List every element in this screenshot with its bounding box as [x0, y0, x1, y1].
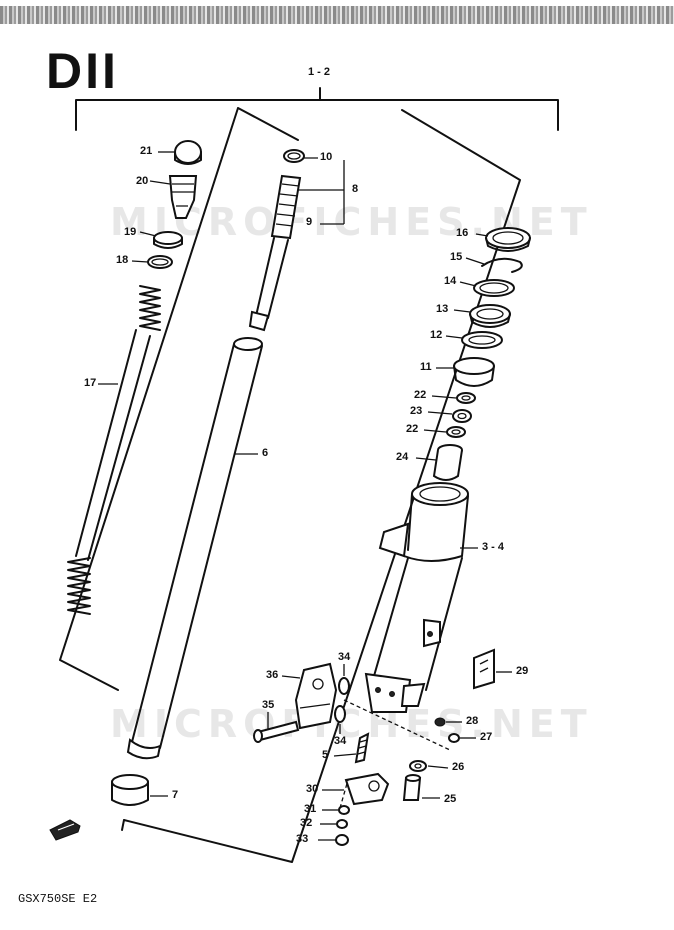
- part-5-stud: [354, 732, 370, 764]
- assembly-bracket: [75, 99, 559, 131]
- label-14: 14: [444, 275, 457, 287]
- label-18: 18: [116, 254, 129, 266]
- label-25: 25: [444, 793, 457, 805]
- label-28: 28: [466, 715, 479, 727]
- part-14-washer: [473, 279, 515, 297]
- part-24-oil-lock-piece: [432, 444, 463, 481]
- label-15: 15: [450, 251, 463, 263]
- label-34-bottom: 34: [334, 735, 347, 747]
- label-33: 33: [296, 833, 309, 845]
- label-11: 11: [420, 361, 432, 373]
- scan-edge-band: [0, 6, 674, 24]
- group-outline-left: [59, 107, 299, 691]
- label-24: 24: [396, 451, 409, 463]
- label-34-top: 34: [338, 651, 351, 663]
- part-34-nut-top: [338, 677, 350, 695]
- part-36-axle-holder: [294, 662, 338, 730]
- part-25-bolt: [402, 774, 422, 801]
- part-6-inner-tube: [126, 337, 263, 760]
- part-30-clamp: [344, 772, 390, 806]
- part-18-oring: [147, 255, 173, 269]
- leader-lines: [98, 151, 512, 841]
- label-21: 21: [140, 145, 153, 157]
- label-13: 13: [436, 303, 449, 315]
- part-21-cap: [174, 140, 202, 165]
- label-30: 30: [306, 783, 319, 795]
- part-32-lockwasher: [336, 819, 348, 829]
- part-11-guide-metal: [453, 357, 495, 387]
- part-15-circlip: [481, 257, 523, 273]
- part-34-nut-bottom: [334, 705, 346, 723]
- part-23-gasket: [452, 409, 472, 423]
- label-35: 35: [262, 699, 275, 711]
- section-code: DII: [46, 43, 119, 99]
- part-8-9-damper-rod: [248, 174, 302, 332]
- part-35-bolt: [253, 720, 300, 743]
- model-code: GSX750SE E2: [18, 892, 98, 906]
- front-arrow-icon: [49, 819, 81, 841]
- part-29-plate: [473, 648, 495, 690]
- label-3-4: 3 - 4: [482, 541, 505, 553]
- part-28-bolt: [434, 717, 446, 727]
- part-17-spring: [67, 285, 161, 615]
- part-13-oil-seal: [469, 304, 511, 328]
- group-outline-tick: [121, 819, 125, 831]
- part-27-screw: [448, 733, 460, 743]
- alignment-line-1: [343, 699, 451, 751]
- label-32: 32: [300, 817, 313, 829]
- label-27: 27: [480, 731, 493, 743]
- part-10-ring: [283, 149, 305, 163]
- label-7: 7: [172, 789, 179, 801]
- label-23: 23: [410, 405, 423, 417]
- label-1-2: 1 - 2: [308, 66, 331, 78]
- group-outline-right: [123, 109, 521, 863]
- label-8: 8: [352, 183, 359, 195]
- label-5: 5: [322, 749, 329, 761]
- label-19: 19: [124, 226, 137, 238]
- label-9: 9: [306, 216, 313, 228]
- part-16-dust-seal: [485, 227, 531, 252]
- label-22-bottom: 22: [406, 423, 419, 435]
- label-36: 36: [266, 669, 279, 681]
- part-7-bushing: [111, 774, 149, 806]
- label-10: 10: [320, 151, 333, 163]
- label-29: 29: [516, 665, 529, 677]
- part-22-washer-bottom: [446, 426, 466, 438]
- label-6: 6: [262, 447, 269, 459]
- label-22-top: 22: [414, 389, 427, 401]
- part-3-4-outer-tube: [364, 482, 469, 713]
- label-16: 16: [456, 227, 469, 239]
- part-31-washer: [338, 805, 350, 815]
- label-20: 20: [136, 175, 149, 187]
- label-26: 26: [452, 761, 465, 773]
- part-33-nut: [335, 834, 349, 846]
- label-12: 12: [430, 329, 443, 341]
- label-17: 17: [84, 377, 97, 389]
- part-26-washer: [409, 760, 427, 772]
- part-20-bolt: [168, 175, 198, 219]
- part-22-washer-top: [456, 392, 476, 404]
- label-31: 31: [304, 803, 317, 815]
- alignment-line-2: [339, 779, 349, 809]
- part-12-spacer: [461, 331, 503, 349]
- part-19-collar: [153, 231, 183, 249]
